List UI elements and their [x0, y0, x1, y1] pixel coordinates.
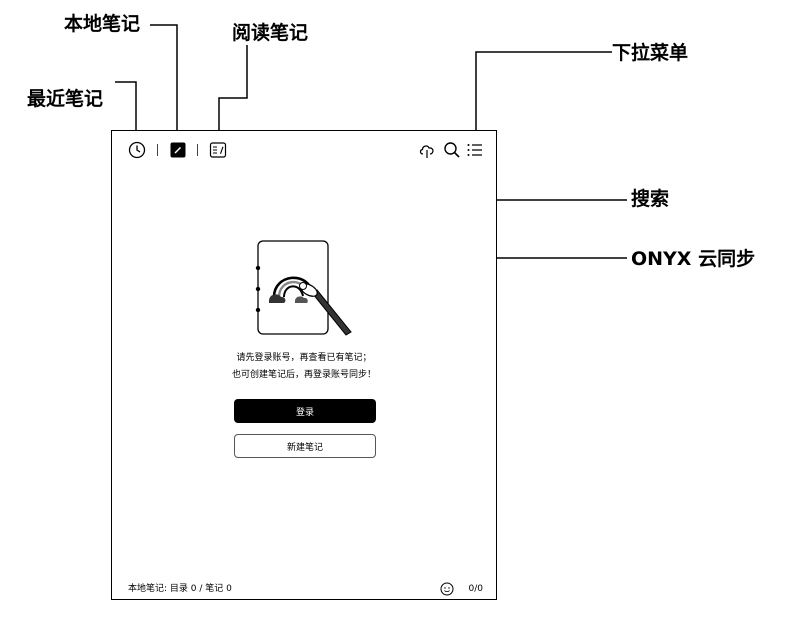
edit-note-icon[interactable]	[169, 141, 187, 159]
callout-onyx-sync: ONYX 云同步	[631, 248, 756, 270]
empty-notebook-illustration	[255, 240, 352, 336]
login-prompt-line-2: 也可创建笔记后，再登录账号同步！	[231, 370, 376, 380]
callout-dropdown-menu: 下拉菜单	[612, 42, 689, 64]
device-screen: 请先登录账号，再查看已有笔记； 也可创建笔记后，再登录账号同步！ 登录 新建笔记…	[111, 130, 497, 600]
status-summary: 本地笔记: 目录 0 / 笔记 0	[128, 584, 232, 594]
login-button[interactable]: 登录	[234, 399, 376, 423]
callout-local-notes: 本地笔记	[64, 13, 141, 35]
reading-note-icon[interactable]	[209, 141, 227, 159]
callout-search: 搜索	[631, 188, 670, 210]
cloud-icon[interactable]	[418, 141, 436, 159]
clock-icon[interactable]	[128, 141, 146, 159]
toolbar-separator	[197, 144, 198, 156]
smiley-icon[interactable]	[440, 582, 454, 596]
menu-icon[interactable]	[466, 141, 484, 159]
login-prompt-line-1: 请先登录账号，再查看已有笔记；	[236, 353, 372, 363]
search-icon[interactable]	[443, 141, 461, 159]
toolbar-separator	[157, 144, 158, 156]
callout-reading-notes: 阅读笔记	[232, 22, 309, 44]
page-indicator: 0/0	[468, 584, 483, 594]
new-note-button[interactable]: 新建笔记	[234, 434, 376, 458]
callout-recent-notes: 最近笔记	[27, 88, 104, 110]
